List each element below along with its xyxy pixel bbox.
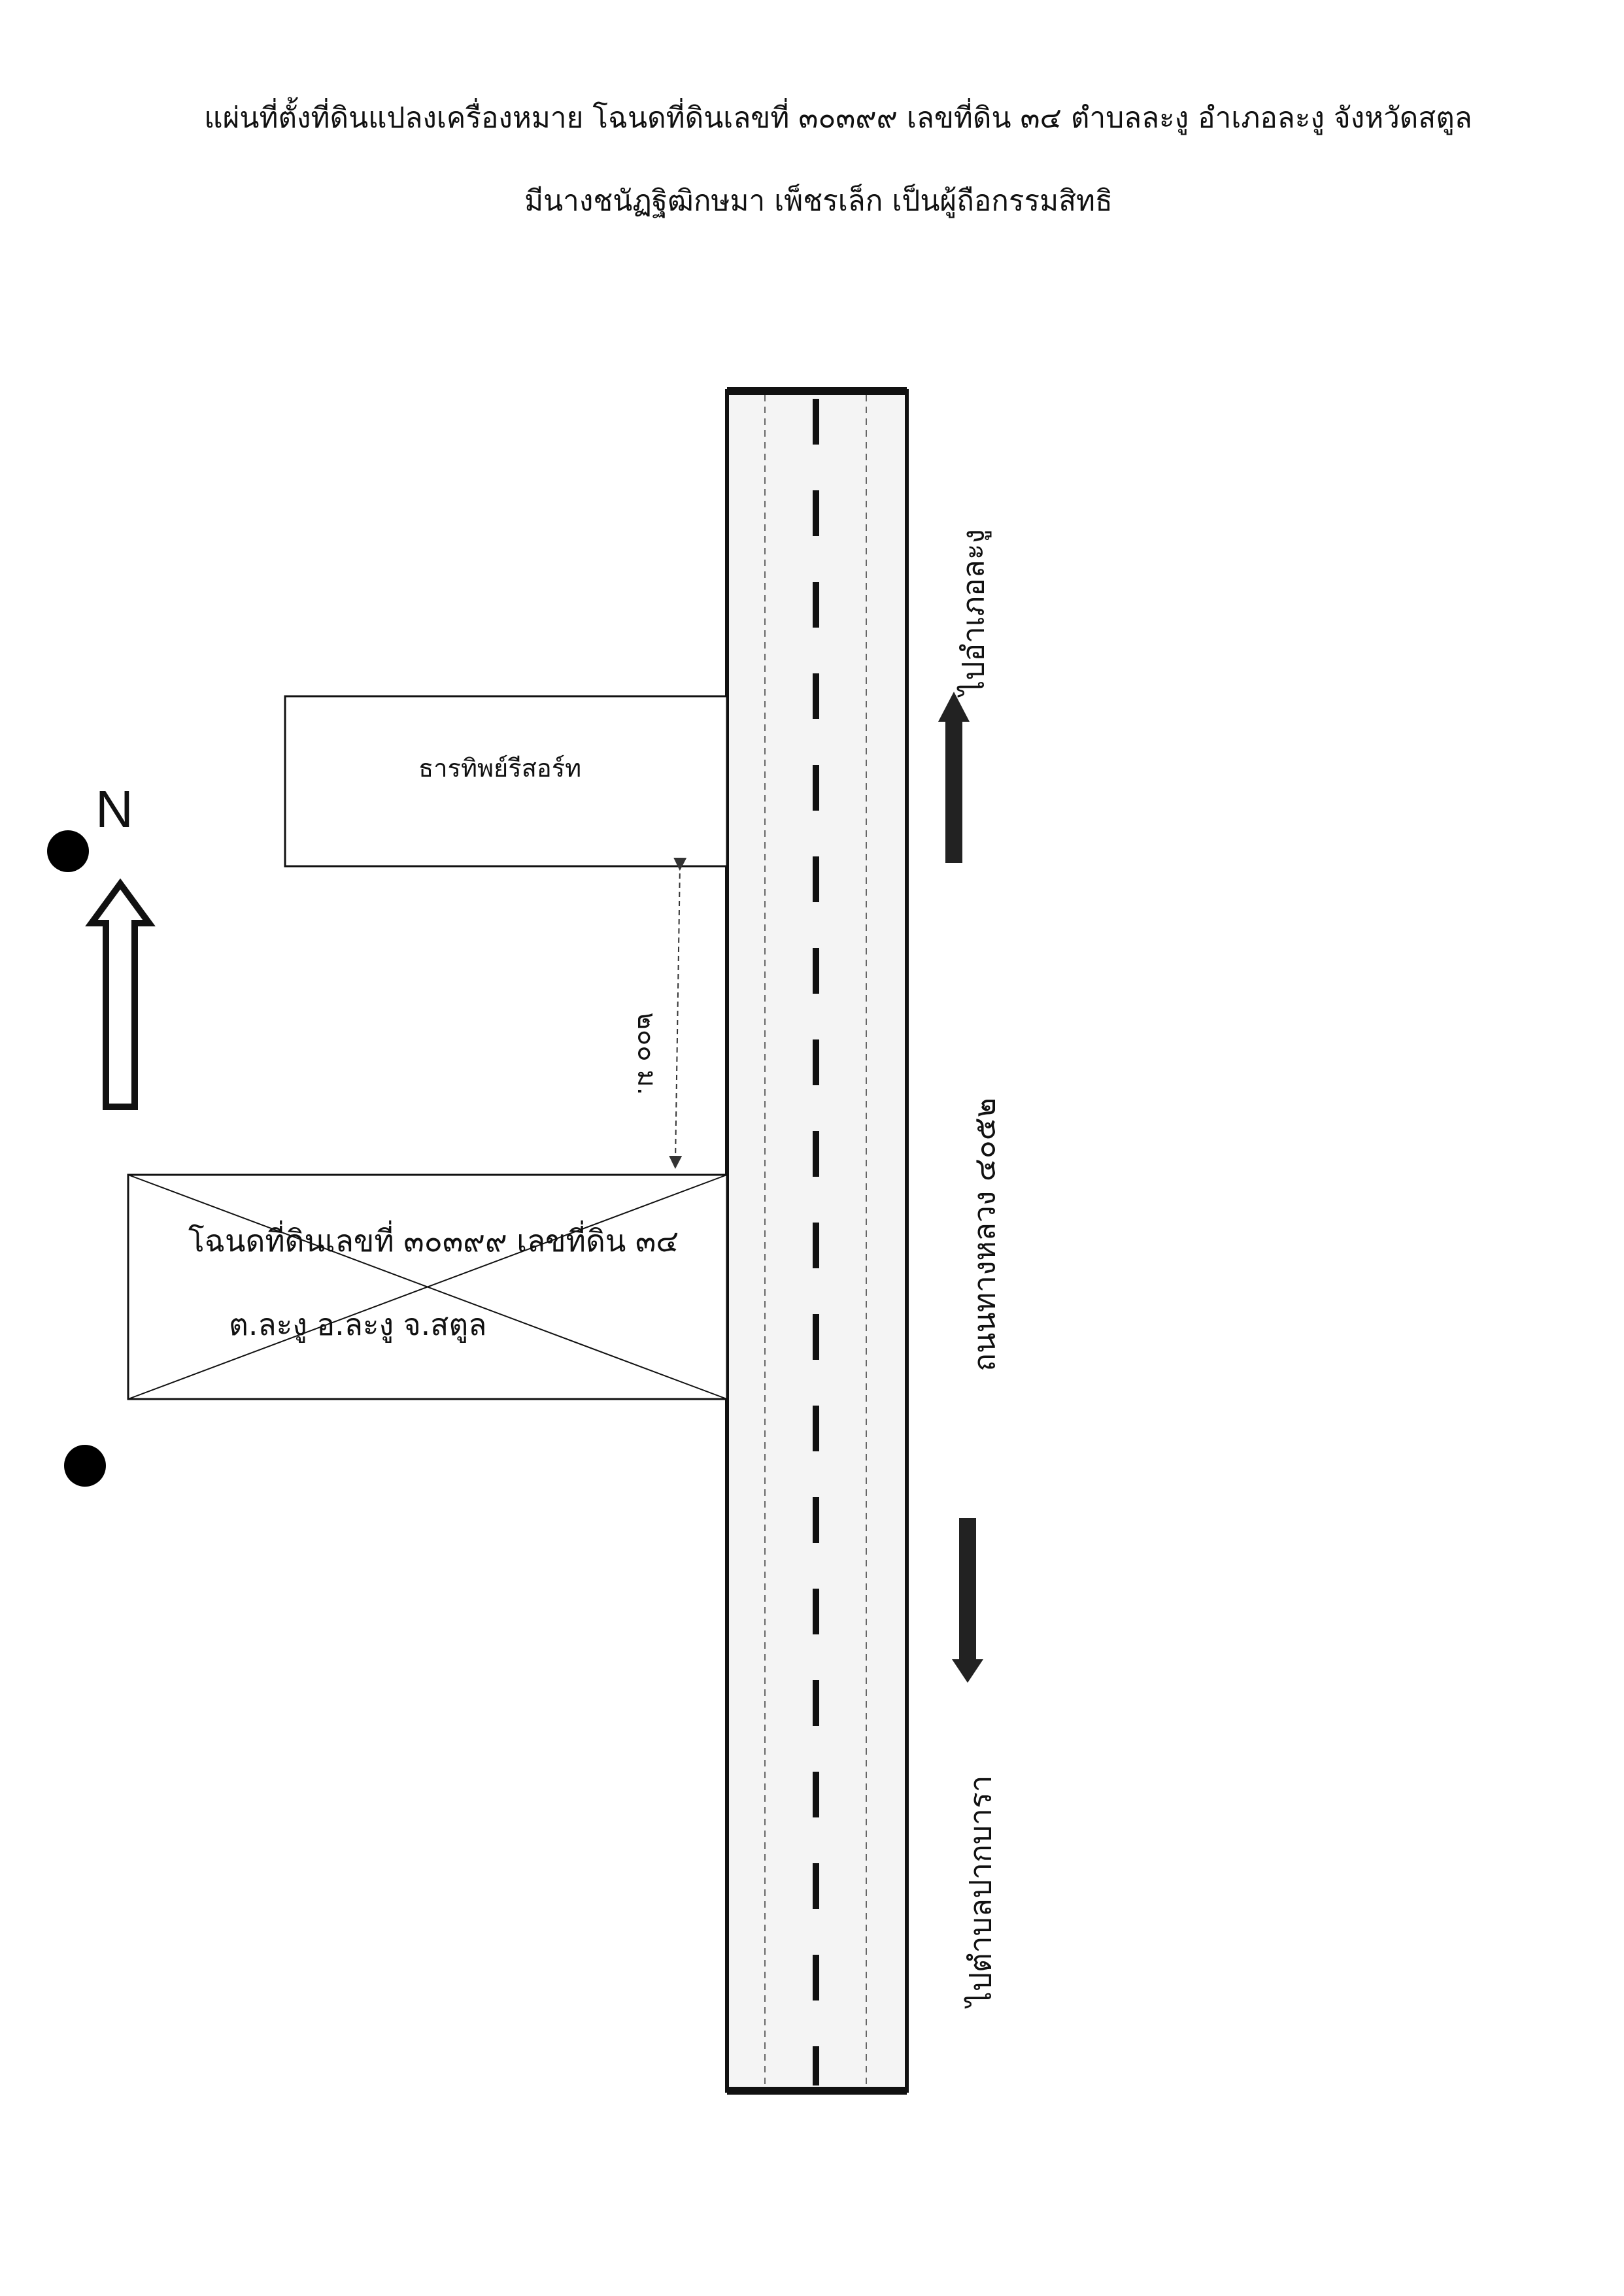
resort-building-box bbox=[284, 695, 728, 868]
highway-road bbox=[725, 387, 909, 2095]
map-title-line-2: มีนางชนัฏฐิฒิกษมา เพ็ชรเล็ก เป็นผู้ถือกร… bbox=[524, 184, 1113, 218]
map-title-line-1: แผ่นที่ตั้งที่ดินแปลงเครื่องหมาย โฉนดที่… bbox=[204, 101, 1472, 135]
north-label: N bbox=[95, 780, 133, 838]
parcel-cross-line-2 bbox=[127, 1174, 728, 1400]
direction-label-south: ไปตำบลปากบารา bbox=[962, 1775, 998, 2007]
parcel-label-line-1: โฉนดที่ดินเลขที่ ๓๐๓๙๙ เลขที่ดิน ๓๔ bbox=[188, 1223, 679, 1258]
north-arrow bbox=[85, 878, 156, 1110]
distance-dimension-line bbox=[669, 857, 687, 1169]
direction-arrow-down bbox=[952, 1518, 983, 1683]
direction-arrow-up bbox=[938, 692, 970, 863]
direction-label-north: ไปอำเภอละงู bbox=[955, 529, 991, 696]
road-name-label: ถนนทางหลวง ๔๐๕๒ bbox=[966, 1098, 1002, 1372]
resort-label: ธารทิพย์รีสอร์ท bbox=[418, 754, 582, 783]
parcel-label-line-2: ต.ละงู อ.ละงู จ.สตูล bbox=[229, 1307, 487, 1342]
land-parcel bbox=[127, 1173, 728, 1400]
punch-hole-top bbox=[47, 830, 89, 872]
distance-label: ๒๐๐ ม. bbox=[632, 1012, 662, 1096]
punch-hole-bottom bbox=[64, 1445, 106, 1487]
